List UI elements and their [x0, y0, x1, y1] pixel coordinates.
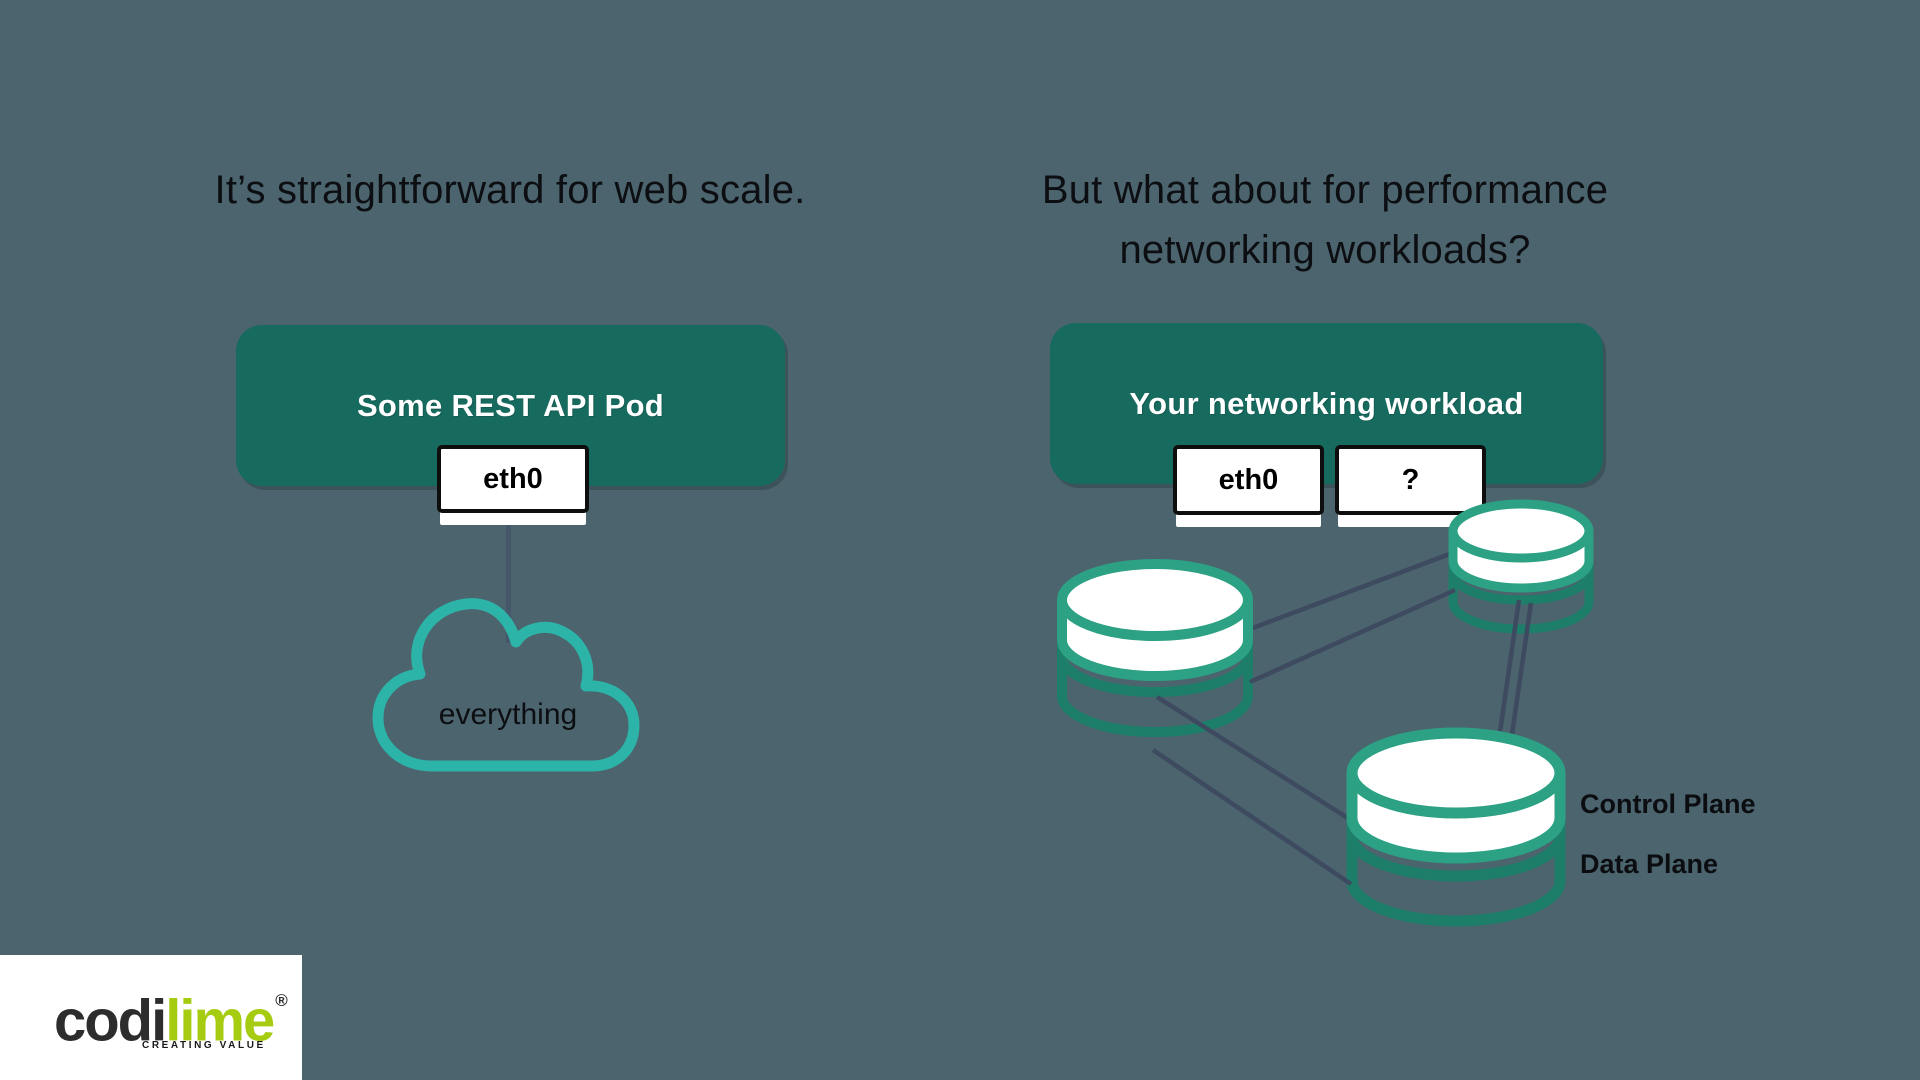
eth0-to-cloud-line: [506, 498, 511, 643]
link-left-bottom-1: [1155, 695, 1356, 824]
node-bottom-ghost: [1346, 820, 1566, 927]
logo-part-lime: lime: [165, 988, 275, 1054]
node-top-right-ghost: [1448, 562, 1594, 634]
link-left-topright-2: [1249, 587, 1456, 685]
right-title: But what about for performance networkin…: [985, 160, 1665, 280]
unknown-interface-box: ?: [1335, 445, 1486, 515]
cloud-label: everything: [438, 698, 578, 731]
node-left: [1057, 559, 1253, 681]
rest-api-pod-label: Some REST API Pod: [356, 387, 665, 423]
link-left-topright-1: [1249, 549, 1456, 632]
codilime-logo: codilime® CREATING VALUE: [0, 955, 302, 1080]
cloud-outline: [372, 598, 640, 772]
link-topright-bottom-2: [1506, 602, 1534, 756]
link-topright-bottom-1: [1494, 599, 1522, 754]
mesh-connector-lines: [1151, 549, 1534, 886]
logo-part-codi: codi: [54, 988, 167, 1054]
cloud-icon: [372, 598, 640, 772]
registered-trademark-icon: ®: [275, 991, 288, 1010]
node-bottom: [1346, 727, 1566, 864]
link-left-bottom-2: [1151, 748, 1353, 886]
left-title: It’s straightforward for web scale.: [214, 168, 806, 212]
node-left-ghost: [1057, 642, 1253, 737]
right-eth0-box: eth0: [1173, 445, 1324, 515]
codilime-wordmark: codilime®: [54, 986, 288, 1054]
right-title-line2: networking workloads?: [1119, 228, 1531, 272]
logo-tagline: CREATING VALUE: [142, 1040, 266, 1051]
left-eth0-box: eth0: [437, 445, 589, 513]
networking-workload-box: Your networking workload: [1050, 323, 1603, 484]
node-top-right: [1448, 499, 1594, 593]
control-plane-label: Control Plane: [1580, 789, 1756, 819]
control-plane-cylinders: [1057, 499, 1594, 864]
networking-workload-label: Your networking workload: [1129, 385, 1524, 421]
right-title-line1: But what about for performance: [1041, 168, 1609, 212]
network-mesh-diagram: [1057, 499, 1594, 927]
data-plane-label: Data Plane: [1580, 849, 1719, 879]
data-plane-ghost-cylinders: [1057, 562, 1594, 927]
